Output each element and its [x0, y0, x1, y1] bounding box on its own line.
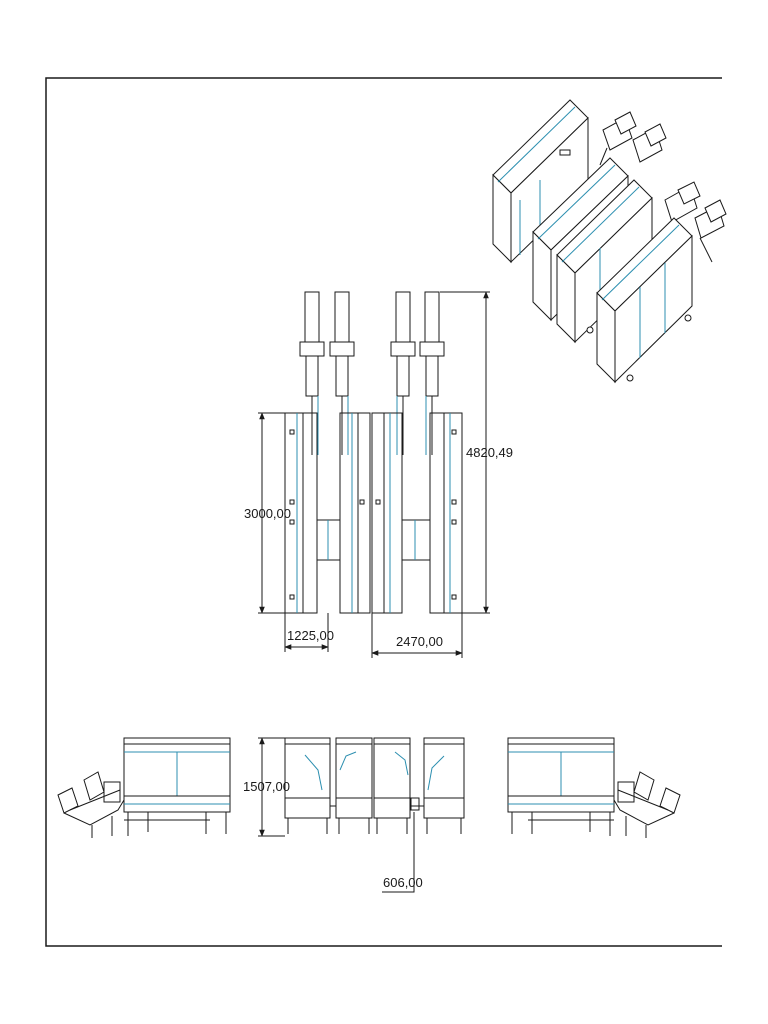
iso-machine-3 [556, 179, 653, 344]
plan-feeder-1 [299, 291, 325, 455]
dim-pair-spacing: 2470,00 [396, 634, 443, 649]
plan-view [258, 291, 490, 658]
plan-feeder-4 [419, 291, 445, 455]
dim-base-width: 606,00 [383, 875, 423, 890]
iso-machine-4 [596, 217, 693, 384]
plan-link-2 [401, 519, 431, 561]
front-unit-2 [335, 737, 373, 834]
plan-unit-3 [371, 412, 403, 614]
front-view [258, 737, 465, 893]
dim-overall-length: 4820,49 [466, 445, 513, 460]
plan-feeder-2 [329, 291, 355, 455]
front-unit-1 [284, 737, 331, 834]
iso-chute-1 [599, 111, 667, 166]
iso-machine-1 [492, 99, 589, 264]
dim-height: 1507,00 [243, 779, 290, 794]
plan-unit-1 [284, 412, 318, 614]
iso-chute-2 [664, 181, 727, 263]
plan-unit-4 [429, 412, 463, 614]
dim-unit-width: 1225,00 [287, 628, 334, 643]
drawing-border [45, 77, 722, 947]
plan-feeder-3 [390, 291, 416, 455]
dim-unit-length: 3000,00 [244, 506, 291, 521]
plan-unit-2 [339, 412, 371, 614]
side-view-left [57, 737, 231, 838]
side-view-right [507, 737, 681, 838]
front-unit-4 [423, 737, 465, 834]
isometric-view [492, 99, 727, 384]
front-unit-3 [373, 737, 411, 834]
